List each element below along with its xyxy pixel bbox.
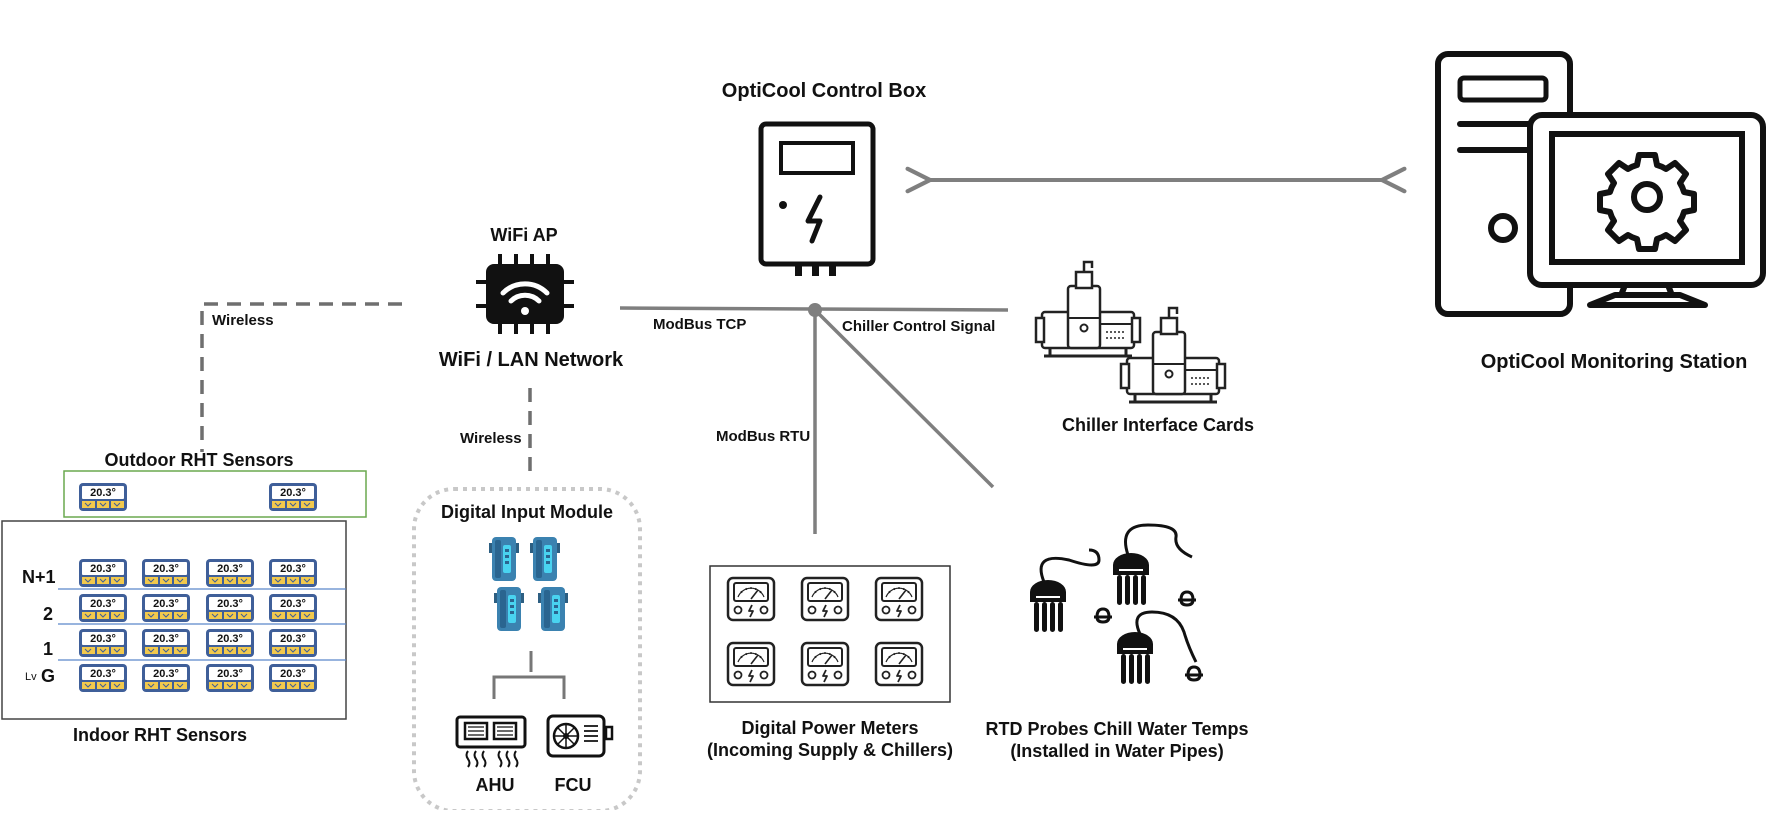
floor-label: 2: [43, 604, 54, 624]
floor-prefix: Lv: [25, 671, 37, 683]
sensor-reading: 20.3°: [153, 563, 179, 575]
wifi-ap-title: WiFi AP: [490, 225, 558, 245]
computer-gear-icon[interactable]: [1435, 51, 1766, 317]
sensor-reading: 20.3°: [217, 598, 243, 610]
sensor-reading: 20.3°: [153, 633, 179, 645]
digital-input-modules-icon[interactable]: [489, 537, 568, 631]
indoor-sensors-title: Indoor RHT Sensors: [72, 725, 248, 745]
sensor-reading: 20.3°: [280, 563, 306, 575]
sensor-reading: 20.3°: [280, 668, 306, 680]
outdoor-sensors-title: Outdoor RHT Sensors: [104, 450, 294, 470]
floor-label: N+1: [22, 567, 56, 587]
control-box-icon[interactable]: [758, 121, 876, 276]
ahu-icon[interactable]: [455, 715, 527, 768]
sensor-reading: 20.3°: [153, 598, 179, 610]
power-meters-title: Digital Power Meters: [741, 718, 919, 738]
sensor-reading: 20.3°: [217, 633, 243, 645]
floor-label: 1: [43, 639, 54, 659]
bus-junction: [808, 303, 822, 317]
fcu-label: FCU: [554, 775, 592, 795]
rtd-probes-subtitle: (Installed in Water Pipes): [1010, 741, 1224, 761]
control-box-title: OptiCool Control Box: [721, 80, 927, 102]
chiller-cards-title: Chiller Interface Cards: [1061, 415, 1255, 435]
rtd-probe-line: [813, 308, 995, 489]
sensor-reading: 20.3°: [90, 487, 116, 499]
sensor-reading: 20.3°: [280, 487, 306, 499]
power-meters-subtitle: (Incoming Supply & Chillers): [706, 740, 954, 760]
sensor-reading: 20.3°: [217, 668, 243, 680]
modbus-tcp-label: ModBus TCP: [653, 316, 747, 333]
sensor-reading: 20.3°: [280, 598, 306, 610]
ahu-label: AHU: [475, 775, 515, 795]
chiller-icon[interactable]: [1034, 260, 1227, 404]
sensor-reading: 20.3°: [217, 563, 243, 575]
floor-label: G: [41, 666, 56, 686]
sensor-reading: 20.3°: [280, 633, 306, 645]
rtd-probe-icon[interactable]: [1030, 523, 1203, 684]
wireless-outdoor-label: Wireless: [212, 312, 274, 329]
ahu-fcu-connector: [492, 651, 566, 699]
wifi-router-icon[interactable]: [476, 254, 574, 334]
sensor-reading: 20.3°: [90, 563, 116, 575]
sensor-reading: 20.3°: [153, 668, 179, 680]
sensor-reading: 20.3°: [90, 598, 116, 610]
rtd-probes-title: RTD Probes Chill Water Temps: [985, 719, 1249, 739]
sensor-reading: 20.3°: [90, 633, 116, 645]
modbus-rtu-label: ModBus RTU: [716, 428, 811, 445]
fcu-icon[interactable]: [546, 714, 614, 758]
monitoring-station-title: OptiCool Monitoring Station: [1480, 351, 1748, 373]
digital-input-panel: [412, 487, 642, 813]
sensor-reading: 20.3°: [90, 668, 116, 680]
chiller-signal-label: Chiller Control Signal: [842, 318, 996, 335]
indoor-sensor-grid: [58, 558, 346, 693]
wifi-network-label: WiFi / LAN Network: [438, 349, 624, 371]
digital-input-title: Digital Input Module: [441, 502, 613, 522]
wireless-module-label: Wireless: [460, 430, 522, 447]
